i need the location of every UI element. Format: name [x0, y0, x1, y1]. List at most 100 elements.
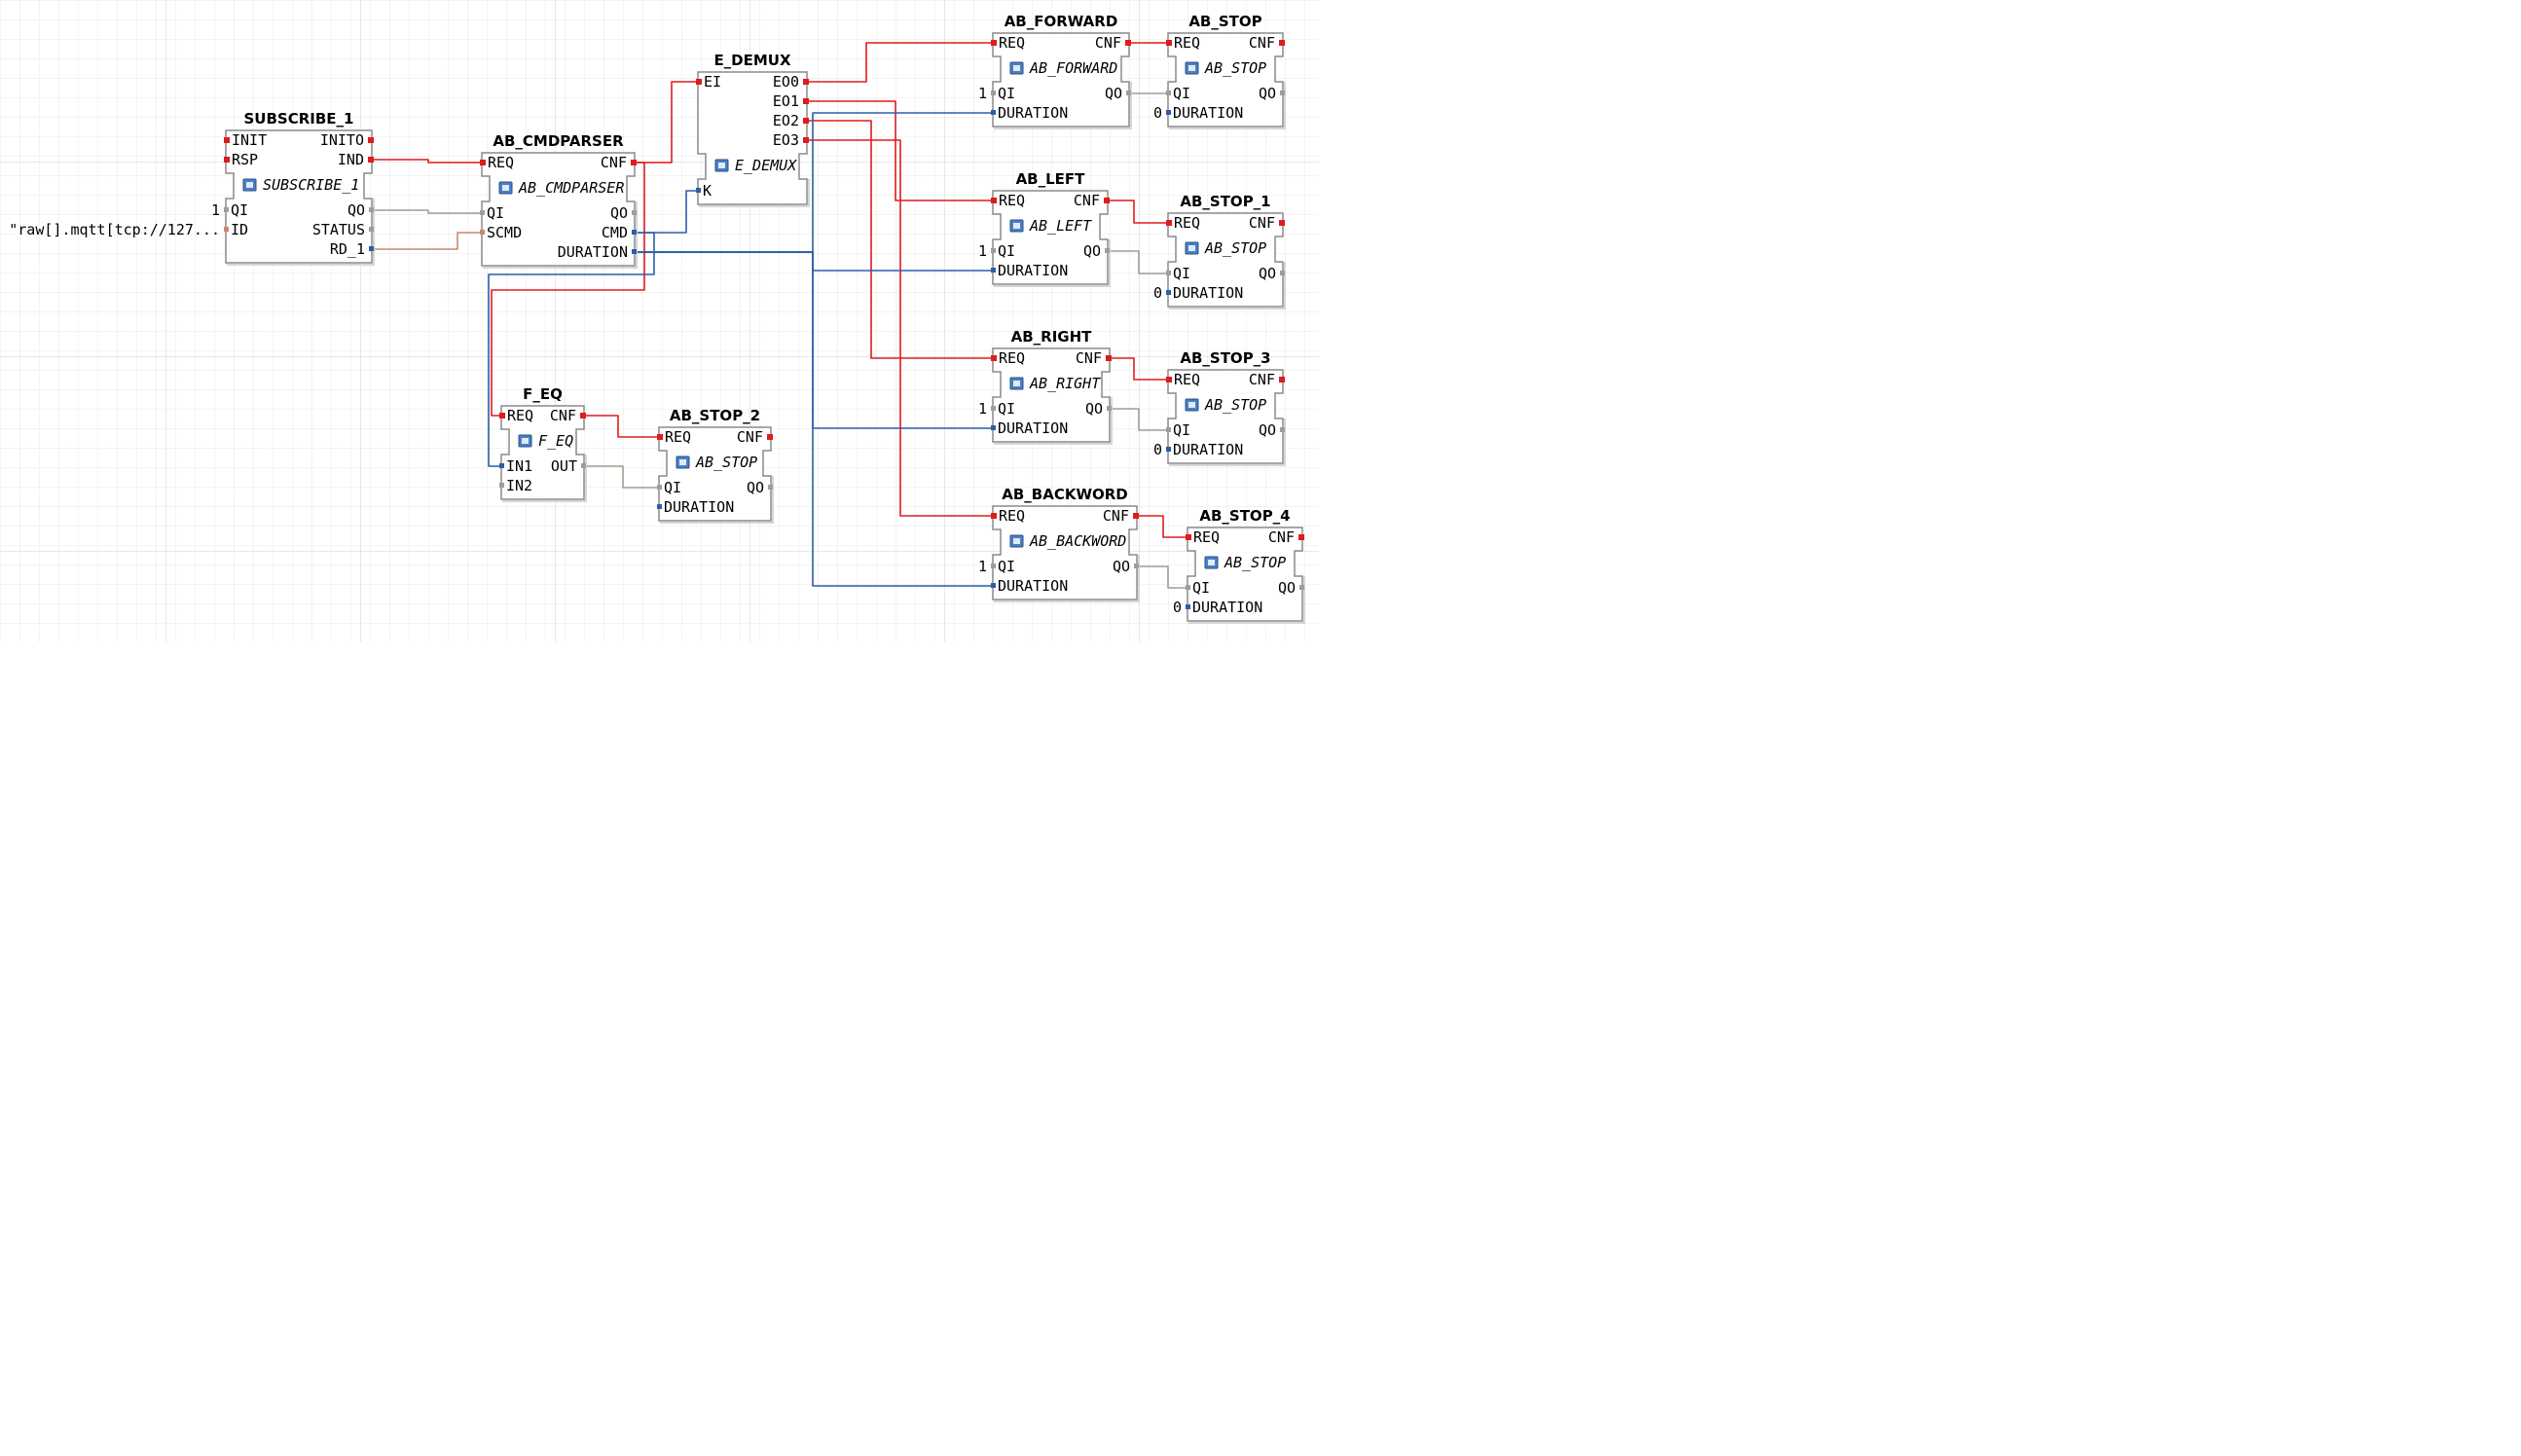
event-input-pin[interactable]: [1166, 40, 1172, 46]
event-output-pin[interactable]: [1104, 198, 1110, 203]
data-input-pin[interactable]: [480, 230, 485, 235]
data-output-pin[interactable]: [1126, 91, 1131, 95]
event-input-pin[interactable]: [991, 40, 997, 46]
event-output-pin[interactable]: [1298, 534, 1304, 540]
duration-constant[interactable]: 0: [1153, 441, 1162, 458]
event-output-pin[interactable]: [1125, 40, 1131, 46]
event-output-pin[interactable]: [1133, 513, 1139, 519]
data-output-pin[interactable]: [1280, 271, 1285, 275]
event-input-pin[interactable]: [1166, 377, 1172, 382]
data-output-pin[interactable]: [632, 210, 637, 215]
data-output-pin[interactable]: [1280, 427, 1285, 432]
event-output-pin[interactable]: [1106, 355, 1112, 361]
event-output-pin[interactable]: [631, 160, 637, 165]
data-output-pin[interactable]: [1299, 585, 1304, 590]
event-output-pin[interactable]: [803, 118, 809, 124]
data-input-pin[interactable]: [499, 463, 504, 468]
data-output-pin[interactable]: [768, 485, 773, 490]
data-input-pin[interactable]: [991, 406, 996, 411]
data-input-pin[interactable]: [1166, 427, 1171, 432]
data-output-pin[interactable]: [369, 246, 374, 251]
data-connection[interactable]: [637, 190, 696, 234]
data-connection[interactable]: [586, 465, 657, 489]
event-output-pin[interactable]: [1279, 377, 1285, 382]
data-connection[interactable]: [1112, 408, 1166, 431]
event-connection[interactable]: [586, 415, 657, 438]
data-output-pin[interactable]: [1107, 406, 1112, 411]
data-output-pin[interactable]: [369, 207, 374, 212]
event-output-pin[interactable]: [1279, 40, 1285, 46]
data-connection[interactable]: [637, 251, 991, 429]
qi-constant[interactable]: 1: [211, 201, 220, 219]
data-input-pin[interactable]: [480, 210, 485, 215]
event-output-pin[interactable]: [803, 79, 809, 85]
event-connection[interactable]: [1112, 357, 1166, 381]
event-input-pin[interactable]: [480, 160, 486, 165]
mqtt-id-constant[interactable]: "raw[].mqtt[tcp://127...: [9, 221, 220, 238]
event-output-pin[interactable]: [368, 157, 374, 163]
event-input-pin[interactable]: [224, 137, 230, 143]
event-input-pin[interactable]: [499, 413, 505, 419]
data-output-pin[interactable]: [1105, 248, 1110, 253]
data-connection[interactable]: [374, 209, 480, 214]
event-connection[interactable]: [637, 81, 696, 164]
data-input-pin[interactable]: [657, 504, 662, 509]
data-input-pin[interactable]: [696, 188, 701, 193]
event-connection[interactable]: [809, 120, 991, 359]
data-output-pin[interactable]: [632, 230, 637, 235]
data-input-pin[interactable]: [1166, 110, 1171, 115]
data-connection[interactable]: [374, 232, 480, 250]
data-input-pin[interactable]: [1186, 604, 1190, 609]
event-input-pin[interactable]: [991, 198, 997, 203]
data-connection[interactable]: [1139, 565, 1186, 589]
event-connection[interactable]: [1110, 200, 1166, 224]
data-input-pin[interactable]: [1166, 271, 1171, 275]
event-input-pin[interactable]: [224, 157, 230, 163]
data-input-pin[interactable]: [657, 485, 662, 490]
duration-constant[interactable]: 0: [1153, 284, 1162, 302]
event-output-pin[interactable]: [368, 137, 374, 143]
data-connection[interactable]: [637, 251, 991, 272]
data-connection[interactable]: [1110, 250, 1166, 274]
data-input-pin[interactable]: [1166, 290, 1171, 295]
event-output-pin[interactable]: [767, 434, 773, 440]
data-input-pin[interactable]: [991, 248, 996, 253]
event-input-pin[interactable]: [991, 355, 997, 361]
event-input-pin[interactable]: [657, 434, 663, 440]
event-connection[interactable]: [491, 162, 645, 417]
event-connection[interactable]: [374, 159, 480, 164]
data-output-pin[interactable]: [581, 463, 586, 468]
qi-constant[interactable]: 1: [978, 558, 987, 575]
data-input-pin[interactable]: [1166, 91, 1171, 95]
data-output-pin[interactable]: [369, 227, 374, 232]
data-input-pin[interactable]: [1186, 585, 1190, 590]
event-connection[interactable]: [1139, 515, 1186, 538]
data-input-pin[interactable]: [991, 110, 996, 115]
data-input-pin[interactable]: [991, 268, 996, 273]
qi-constant[interactable]: 1: [978, 242, 987, 260]
event-input-pin[interactable]: [1166, 220, 1172, 226]
data-output-pin[interactable]: [1134, 564, 1139, 568]
fb-subscribe-1[interactable]: SUBSCRIBE_1INITRSPINITOINDSUBSCRIBE_1QII…: [224, 110, 375, 266]
data-output-pin[interactable]: [1280, 91, 1285, 95]
data-connection[interactable]: [488, 232, 655, 467]
duration-constant[interactable]: 0: [1173, 599, 1182, 616]
event-input-pin[interactable]: [1186, 534, 1191, 540]
data-input-pin[interactable]: [991, 564, 996, 568]
duration-constant[interactable]: 0: [1153, 104, 1162, 122]
qi-constant[interactable]: 1: [978, 400, 987, 418]
event-input-pin[interactable]: [696, 79, 702, 85]
